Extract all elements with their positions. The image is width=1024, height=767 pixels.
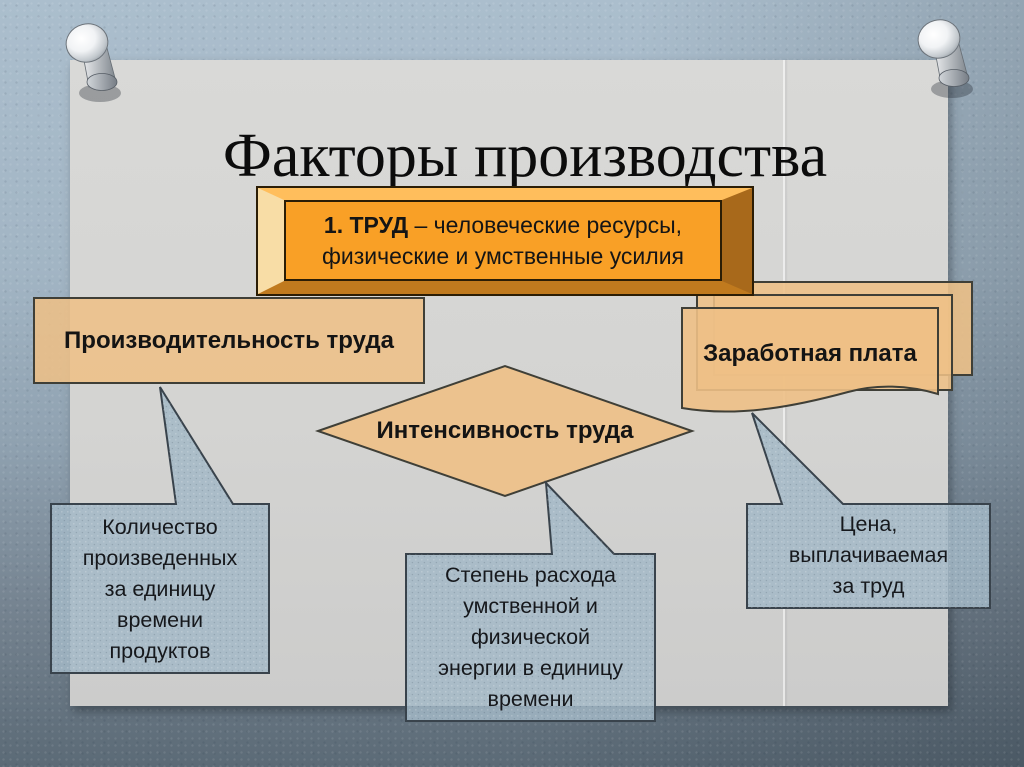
labor-definition-line1: – человеческие ресурсы, <box>408 211 683 238</box>
slide-title: Факторы производства <box>222 122 828 190</box>
pushpin-icon <box>65 23 121 102</box>
labor-definition-line2: физические и умственные усилия <box>321 242 685 269</box>
pushpin-icon <box>917 19 973 98</box>
intensity-diamond-shape <box>314 364 696 498</box>
labor-term: 1. ТРУД <box>323 211 409 238</box>
productivity-callout-text: Количество произведенных за единицу врем… <box>82 515 238 663</box>
wage-callout-text: Цена, выплачиваемая за труд <box>788 512 949 598</box>
labor-definition-text: 1. ТРУД – человеческие ресурсы, физическ… <box>284 200 722 281</box>
productivity-box: Производительность труда <box>33 297 425 384</box>
intensity-callout-shape <box>405 480 656 722</box>
intensity-callout-text: Степень расхода умственной и физической … <box>438 563 623 711</box>
wage-document-label: Заработная плата <box>703 340 917 367</box>
intensity-diamond-label: Интенсивность труда <box>376 417 634 444</box>
wage-document-shape <box>681 307 939 413</box>
wage-callout-shape <box>746 412 991 609</box>
labor-definition-box: 1. ТРУД – человеческие ресурсы, физическ… <box>256 186 754 296</box>
productivity-callout-shape <box>50 386 270 674</box>
